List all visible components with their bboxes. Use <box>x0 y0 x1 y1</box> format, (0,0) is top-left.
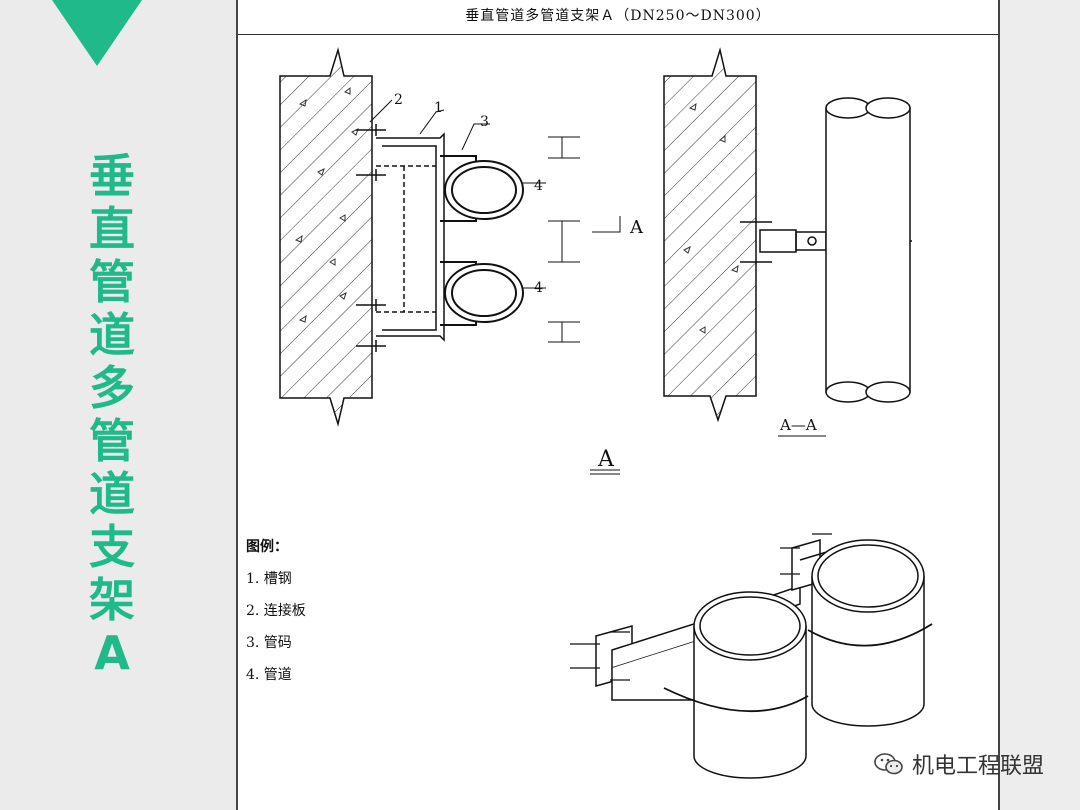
legend-item: 2. 连接板 <box>246 603 306 619</box>
leader-lines <box>369 99 621 289</box>
section-view-a-a: A—A <box>663 47 912 437</box>
section-marker: A <box>629 217 644 238</box>
vertical-title: 垂直管道多管道支架A <box>89 149 135 680</box>
wechat-icon <box>874 753 903 775</box>
iso-front-pipe <box>693 591 807 779</box>
view-label: A <box>597 447 615 472</box>
dimension-marks <box>548 136 580 343</box>
left-panel: 垂直管道多管道支架A <box>0 0 236 810</box>
watermark: 机电工程联盟 <box>874 748 1044 780</box>
iso-rear-pipe <box>811 539 925 727</box>
callout-3: 3 <box>480 114 489 130</box>
legend-item: 3. 管码 <box>246 635 292 651</box>
section-pipe <box>825 97 911 403</box>
channel-steel <box>376 132 445 342</box>
callout-4-lower: 4 <box>534 280 543 296</box>
callout-4-upper: 4 <box>534 178 543 194</box>
iso-bolts <box>570 533 832 681</box>
sheet-title: 垂直管道多管道支架Ａ（DN250～DN300） <box>238 0 998 35</box>
front-elevation: 2 1 3 4 4 A A <box>279 47 644 475</box>
legend-item: 1. 槽钢 <box>246 571 292 587</box>
legend-title: 图例： <box>246 539 288 555</box>
iso-clamps <box>663 623 933 713</box>
callout-2: 2 <box>394 92 403 108</box>
pipes <box>444 160 524 323</box>
section-wall <box>663 47 757 423</box>
concrete-wall <box>279 47 373 427</box>
section-label: A—A <box>779 416 817 434</box>
legend-item: 4. 管道 <box>246 667 292 683</box>
anchor-bolts <box>356 124 386 352</box>
watermark-text: 机电工程联盟 <box>911 754 1044 779</box>
isometric-view <box>570 533 933 779</box>
legend: 图例： 1. 槽钢 2. 连接板 3. 管码 4. 管道 <box>246 536 306 696</box>
callout-1: 1 <box>434 100 443 116</box>
aggregate-marks <box>294 86 359 323</box>
triangle-marker <box>52 0 142 66</box>
